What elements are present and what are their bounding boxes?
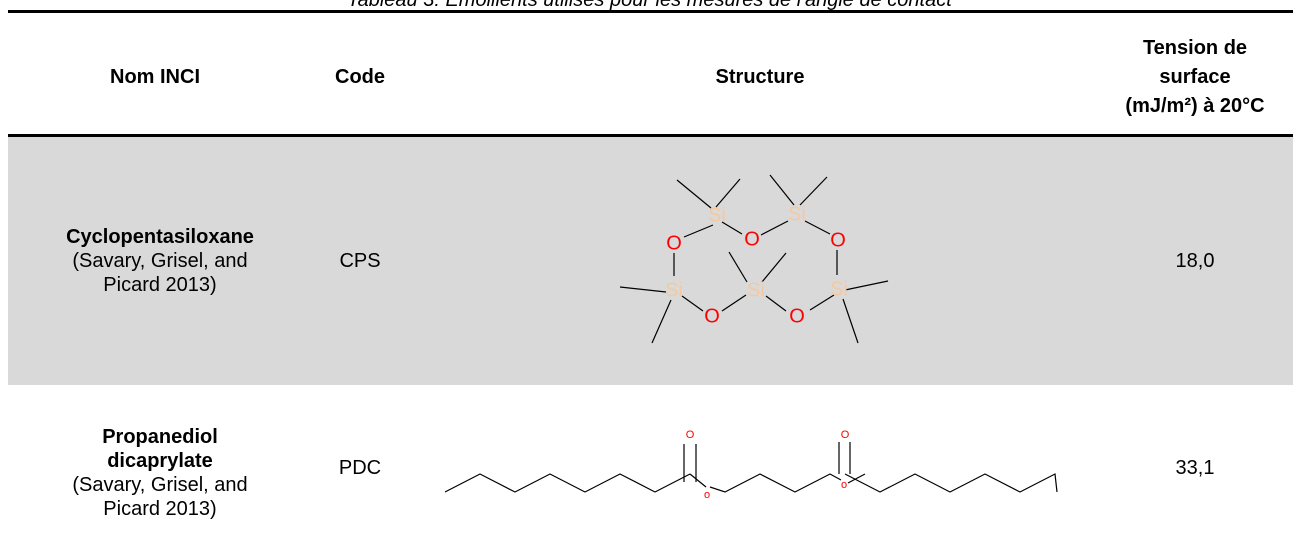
row-pdc-ref-line1: (Savary, Grisel, and — [72, 474, 248, 496]
header-code: Code — [335, 66, 385, 88]
table-caption: Tableau 3: Emollients utilisés pour les … — [347, 0, 952, 11]
row-pdc-name-cell: Propanediol dicaprylate (Savary, Grisel,… — [20, 395, 300, 551]
atom-o-1: O — [666, 232, 682, 254]
row-cps-tension: 18,0 — [1175, 250, 1215, 272]
atom-o-3: O — [830, 229, 846, 251]
row-pdc-name-line1: Propanediol — [102, 426, 218, 448]
atom-o-4: O — [704, 305, 720, 327]
atom-o-ester-2: o — [841, 479, 847, 491]
atom-o-carbonyl-1: O — [686, 429, 695, 441]
atom-o-carbonyl-2: O — [841, 429, 850, 441]
header-tension-line3: (mJ/m²) à 20°C — [1125, 94, 1265, 117]
row-shading-cps — [8, 137, 1293, 385]
row-cps-ref-line1: (Savary, Grisel, and — [72, 250, 248, 272]
atom-si-4: Si — [747, 279, 765, 301]
pdc-structure-diagram: O o o O — [444, 429, 1058, 501]
atom-o-2: O — [744, 228, 760, 250]
atom-si-3: Si — [665, 279, 683, 301]
row-cps-name: Cyclopentasiloxane — [66, 226, 254, 248]
row-pdc-ref-line2: Picard 2013) — [103, 498, 217, 520]
atom-o-ester-1: o — [704, 489, 710, 501]
row-pdc-name-line2: dicaprylate — [107, 450, 213, 472]
table-top-rule — [8, 10, 1293, 13]
atom-si-2: Si — [788, 203, 806, 225]
row-pdc-tension: 33,1 — [1175, 456, 1215, 479]
header-tension-line1: Tension de — [1142, 36, 1248, 59]
row-cps-ref-line2: Picard 2013) — [103, 274, 217, 296]
header-tension: Tension de surface (mJ/m²) à 20°C — [1100, 20, 1290, 134]
row-pdc-code: PDC — [338, 456, 382, 479]
atom-si-5: Si — [830, 278, 848, 300]
atom-si-1: Si — [708, 204, 726, 226]
header-structure: Structure — [715, 66, 805, 88]
header-bottom-rule — [8, 134, 1293, 137]
atom-o-5: O — [789, 305, 805, 327]
header-inci: Nom INCI — [110, 66, 200, 88]
row-cps-code: CPS — [339, 250, 381, 272]
row-cps-name-cell: Cyclopentasiloxane (Savary, Grisel, and … — [20, 137, 300, 385]
cps-structure-diagram: Si Si Si Si Si O O O O O — [619, 174, 889, 344]
header-tension-line2: surface — [1159, 65, 1231, 88]
